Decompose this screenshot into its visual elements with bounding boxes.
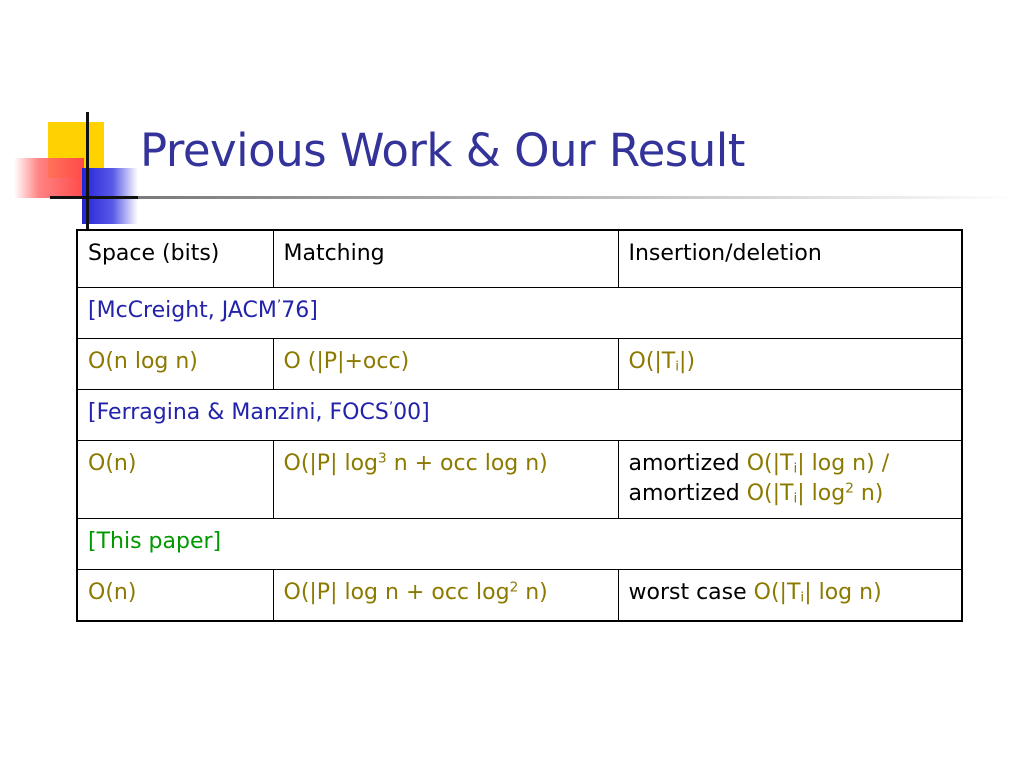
cell-matching: O(|P| log n + occ log2 n) [272, 569, 619, 622]
cell-update: worst case O(|Ti| log n) [617, 569, 963, 622]
cell-space: O(n) [76, 569, 274, 622]
cell-matching: O(|P| log3 n + occ log n) [272, 440, 619, 519]
title-underline [138, 196, 1018, 199]
red-square-decoration [14, 158, 84, 198]
cell-space: O(n log n) [76, 338, 274, 390]
update-line-1: amortized O(|Ti| log n) / [628, 451, 890, 477]
section-row-mccreight: [McCreight, JACM’76] [76, 287, 963, 339]
header-update: Insertion/deletion [617, 229, 963, 288]
table-header-row: Space (bits) Matching Insertion/deletion [76, 229, 963, 288]
section-row-ferragina: [Ferragina & Manzini, FOCS’00] [76, 389, 963, 441]
table-row: O(n) O(|P| log3 n + occ log n) amortized… [76, 440, 963, 519]
cell-update: O(|Ti|) [617, 338, 963, 390]
section-label-mccreight: [McCreight, JACM’76] [76, 287, 963, 339]
update-line-2: amortized O(|Ti| log2 n) [628, 480, 884, 508]
slide-title: Previous Work & Our Result [140, 124, 745, 177]
results-table: Space (bits) Matching Insertion/deletion… [76, 229, 963, 622]
table-row: O(n log n) O (|P|+occ) O(|Ti|) [76, 338, 963, 390]
cell-matching: O (|P|+occ) [272, 338, 619, 390]
section-label-ferragina: [Ferragina & Manzini, FOCS’00] [76, 389, 963, 441]
horizontal-line-decoration [50, 196, 140, 199]
header-matching: Matching [272, 229, 619, 288]
title-decoration [0, 0, 150, 240]
section-row-this-paper: [This paper] [76, 518, 963, 570]
table-row: O(n) O(|P| log n + occ log2 n) worst cas… [76, 569, 963, 622]
cell-space: O(n) [76, 440, 274, 519]
cell-update: amortized O(|Ti| log n) / amortized O(|T… [617, 440, 963, 519]
section-label-this-paper: [This paper] [76, 518, 963, 570]
vertical-line-decoration [86, 112, 89, 230]
header-space: Space (bits) [76, 229, 274, 288]
